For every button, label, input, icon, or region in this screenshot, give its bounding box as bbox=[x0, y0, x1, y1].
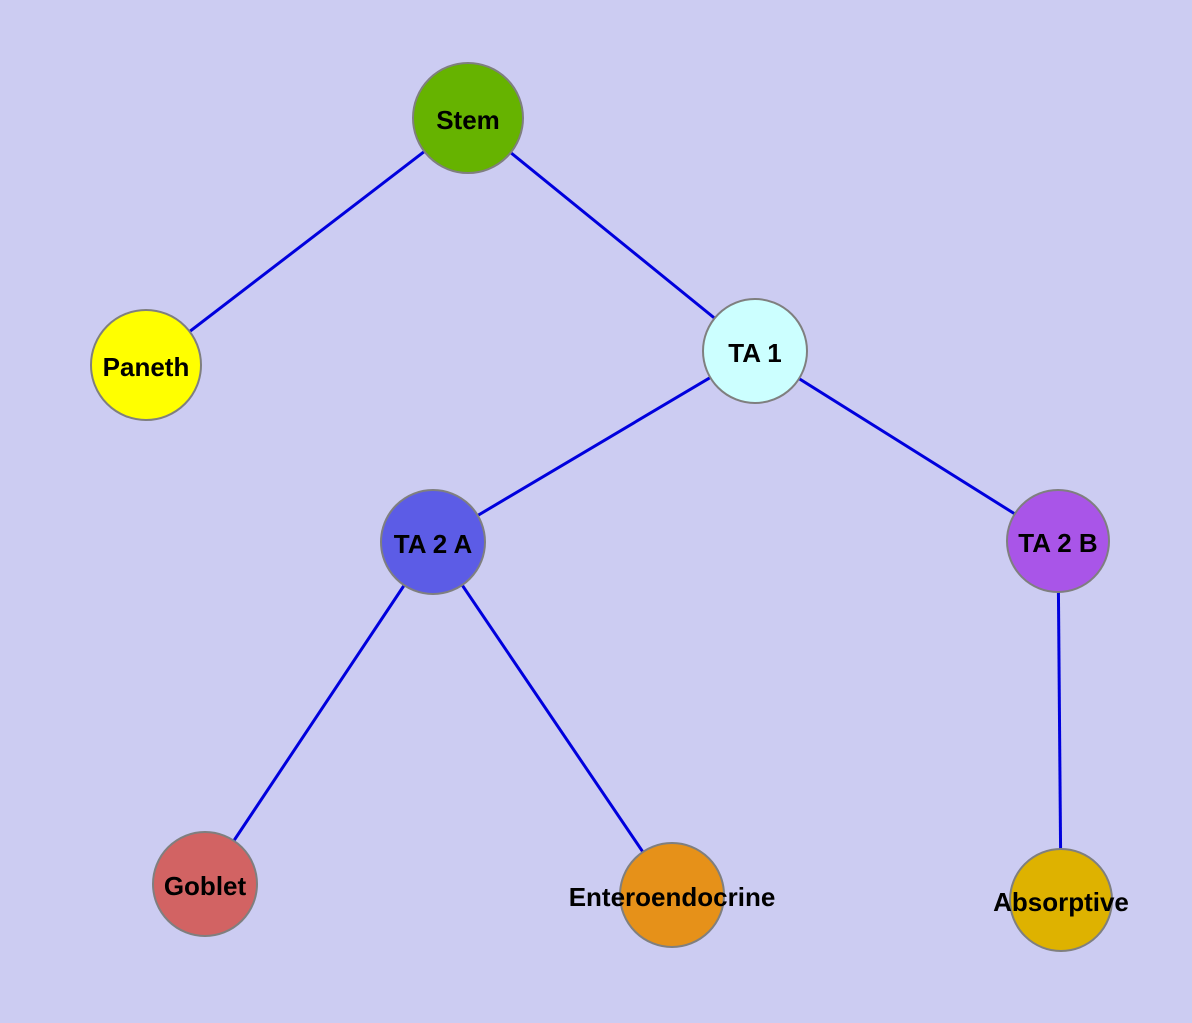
absorptive-circle[interactable] bbox=[1009, 848, 1113, 952]
absorptive-label: Absorptive bbox=[993, 887, 1129, 917]
edge-stem-ta1 bbox=[467, 116, 756, 353]
goblet-circle[interactable] bbox=[152, 831, 258, 937]
paneth-label: Paneth bbox=[103, 352, 190, 382]
node-ta2b[interactable]: TA 2 B bbox=[1006, 489, 1110, 593]
ta1-circle[interactable] bbox=[702, 298, 808, 404]
stem-label: Stem bbox=[436, 105, 500, 135]
node-ta1[interactable]: TA 1 bbox=[702, 298, 808, 404]
node-paneth[interactable]: Paneth bbox=[90, 309, 202, 421]
edge-ta2a-goblet bbox=[203, 541, 435, 885]
edge-stem-paneth bbox=[145, 116, 469, 367]
node-ta2a[interactable]: TA 2 A bbox=[380, 489, 486, 595]
node-enteroendocrine[interactable]: Enteroendocrine bbox=[569, 842, 776, 948]
stem-circle[interactable] bbox=[412, 62, 524, 174]
ta1-label: TA 1 bbox=[728, 338, 781, 368]
edge-ta2a-enteroendocrine bbox=[431, 541, 674, 896]
goblet-label: Goblet bbox=[164, 871, 247, 901]
node-goblet[interactable]: Goblet bbox=[152, 831, 258, 937]
ta2b-label: TA 2 B bbox=[1018, 528, 1097, 558]
ta2a-circle[interactable] bbox=[380, 489, 486, 595]
node-absorptive[interactable]: Absorptive bbox=[993, 848, 1129, 952]
edge-ta1-ta2b bbox=[754, 349, 1059, 543]
enteroendocrine-label: Enteroendocrine bbox=[569, 882, 776, 912]
edge-ta1-ta2a bbox=[432, 349, 756, 544]
ta2b-circle[interactable] bbox=[1006, 489, 1110, 593]
edge-ta2b-absorptive bbox=[1056, 540, 1063, 901]
ta2a-label: TA 2 A bbox=[394, 529, 473, 559]
enteroendocrine-circle[interactable] bbox=[619, 842, 725, 948]
node-stem[interactable]: Stem bbox=[412, 62, 524, 174]
paneth-circle[interactable] bbox=[90, 309, 202, 421]
